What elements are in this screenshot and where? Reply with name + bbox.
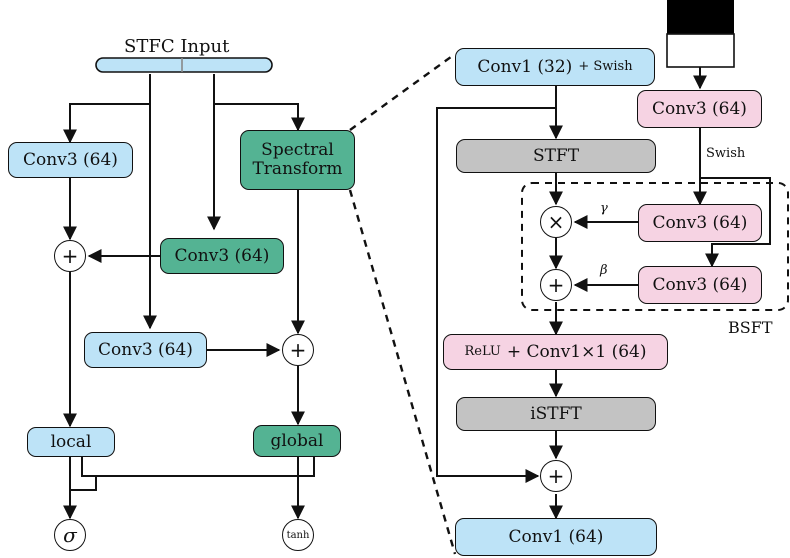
- conv3-box-top-right: Conv3 (64): [637, 90, 762, 128]
- wire-conv3-to-beta: [700, 177, 771, 268]
- bsft-region: [521, 182, 789, 311]
- relu-conv-label: + Conv1×1 (64): [506, 341, 647, 362]
- bsft-label: BSFT: [728, 318, 773, 337]
- add-node-left: +: [54, 240, 86, 272]
- swish-label: Swish: [706, 146, 746, 161]
- transform-label: Transform: [252, 159, 343, 179]
- tanh-node: tanh: [282, 519, 314, 551]
- wire-input-to-conv3a: [63, 74, 151, 144]
- swish-plus-label: + Swish: [578, 58, 633, 74]
- wire-input-to-spectral: [214, 103, 305, 132]
- multiply-node: ×: [540, 206, 572, 238]
- conv3-beta-box: Conv3 (64): [638, 266, 762, 304]
- add-node-bsft: +: [540, 269, 572, 301]
- wire-conv1-skip: [436, 107, 556, 483]
- stfc-input-bar: [95, 57, 273, 73]
- add-node-skip: +: [540, 460, 572, 492]
- global-box: global: [253, 425, 341, 457]
- conv3-box-top-left: Conv3 (64): [8, 142, 133, 178]
- zoom-line-top: [349, 53, 456, 131]
- gamma-label: γ: [600, 201, 608, 216]
- spectral-label: Spectral: [261, 140, 334, 161]
- istft-box: iSTFT: [456, 397, 656, 431]
- conv1-32-box: Conv1 (32) + Swish: [455, 48, 655, 86]
- stft-box: STFT: [456, 139, 656, 173]
- conv3-gamma-box: Conv3 (64): [638, 204, 762, 242]
- wire-local-split: [81, 456, 296, 477]
- add-node-right: +: [282, 334, 314, 366]
- conv1-64-box: Conv1 (64): [455, 518, 657, 556]
- relu-label: ReLU: [464, 343, 501, 359]
- zoom-line-bottom: [348, 189, 457, 555]
- conv3-box-middle: Conv3 (64): [160, 238, 284, 274]
- stfc-input-label: STFC Input: [124, 36, 230, 57]
- sigma-node: σ: [54, 519, 86, 551]
- mask-image-tile: [666, 0, 735, 68]
- local-box: local: [27, 427, 115, 457]
- beta-label: β: [600, 263, 608, 278]
- wire-global-to-tanh: [70, 456, 315, 491]
- conv3-box-lower: Conv3 (64): [84, 332, 207, 368]
- conv1-32-label: Conv1 (32): [477, 56, 573, 77]
- relu-conv1x1-box: ReLU + Conv1×1 (64): [443, 334, 668, 370]
- spectral-transform-box: Spectral Transform: [240, 130, 355, 190]
